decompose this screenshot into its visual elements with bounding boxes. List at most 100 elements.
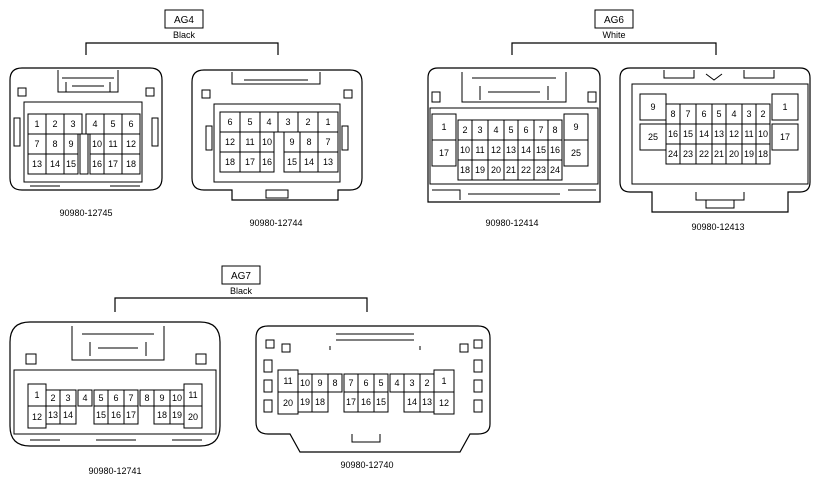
pin-label: 14 bbox=[304, 157, 314, 167]
pin-label: 5 bbox=[110, 119, 115, 129]
connector-90980-12744: 6 5 4 3 2 1 12 11 10 9 8 7 18 17 16 15 1… bbox=[191, 69, 363, 228]
pin-cell bbox=[327, 373, 343, 393]
pin-label: 2 bbox=[52, 119, 57, 129]
pin-label: 18 bbox=[225, 157, 235, 167]
pin-label: 8 bbox=[306, 137, 311, 147]
pin-label: 15 bbox=[536, 145, 546, 155]
pin-label: 14 bbox=[407, 397, 417, 407]
latch-outline bbox=[231, 72, 321, 85]
pin-cell bbox=[771, 93, 799, 121]
pin-label: 4 bbox=[493, 125, 498, 135]
pin-label: 11 bbox=[188, 390, 197, 400]
housing-outline bbox=[255, 325, 491, 453]
part-number: 90980-12741 bbox=[88, 466, 141, 476]
pin-label: 7 bbox=[34, 139, 39, 149]
ag4-code: AG4 bbox=[174, 15, 194, 26]
side-slot bbox=[151, 117, 159, 147]
pin-cell bbox=[373, 391, 389, 413]
pin-cell bbox=[431, 139, 457, 167]
pin-cell bbox=[755, 143, 771, 165]
part-number: 90980-12413 bbox=[691, 222, 744, 232]
pin-label: 2 bbox=[424, 378, 429, 388]
pin-label: 25 bbox=[648, 132, 658, 142]
side-slot bbox=[473, 399, 483, 413]
pin-label: 13 bbox=[323, 157, 333, 167]
slot bbox=[281, 343, 291, 353]
pin-cell bbox=[121, 153, 141, 175]
side-slot bbox=[473, 379, 483, 393]
ag6-label-box bbox=[594, 9, 634, 29]
pin-label: 16 bbox=[361, 397, 371, 407]
pin-label: 10 bbox=[460, 145, 470, 155]
pin-cell bbox=[259, 151, 275, 173]
pin-label: 5 bbox=[716, 109, 721, 119]
pin-label: 16 bbox=[550, 145, 560, 155]
pin-label: 15 bbox=[96, 410, 106, 420]
pin-label: 20 bbox=[283, 398, 293, 408]
pin-label: 4 bbox=[394, 378, 399, 388]
latch-outline bbox=[329, 333, 421, 350]
group-ag7: AG7 Black bbox=[114, 265, 368, 312]
key-slot bbox=[79, 133, 89, 175]
pin-label: 13 bbox=[506, 145, 516, 155]
pin-label: 8 bbox=[144, 393, 149, 403]
pin-label: 5 bbox=[378, 378, 383, 388]
pin-rows: 9 1 8 7 6 5 4 3 2 25 16 15 14 13 12 11 1… bbox=[639, 93, 799, 165]
pin-label: 6 bbox=[128, 119, 133, 129]
slot bbox=[145, 87, 155, 97]
part-number: 90980-12745 bbox=[59, 208, 112, 218]
inner-outline bbox=[23, 101, 143, 183]
group-ag4: AG4 Black bbox=[85, 9, 279, 55]
inner-outline bbox=[213, 103, 341, 183]
pin-label: 20 bbox=[188, 412, 198, 422]
pin-label: 11 bbox=[475, 145, 484, 155]
pin-label: 2 bbox=[760, 109, 765, 119]
pin-label: 8 bbox=[52, 139, 57, 149]
pin-label: 17 bbox=[780, 132, 790, 142]
pin-label: 18 bbox=[157, 410, 167, 420]
pin-label: 6 bbox=[523, 125, 528, 135]
pin-label: 4 bbox=[731, 109, 736, 119]
pin-label: 5 bbox=[247, 117, 252, 127]
inner-outline bbox=[631, 83, 809, 185]
housing-outline bbox=[9, 321, 221, 447]
pin-cell bbox=[433, 391, 455, 415]
pin-label: 18 bbox=[126, 159, 136, 169]
housing-outline bbox=[9, 67, 163, 191]
pin-label: 3 bbox=[409, 378, 414, 388]
latch-outline bbox=[71, 326, 165, 361]
pin-label: 8 bbox=[670, 109, 675, 119]
pin-label: 24 bbox=[668, 149, 678, 159]
pin-label: 19 bbox=[744, 149, 754, 159]
latch-outline bbox=[663, 70, 775, 81]
pin-cell bbox=[317, 151, 339, 173]
pin-label: 12 bbox=[225, 137, 235, 147]
pin-cell bbox=[77, 389, 93, 407]
side-slot bbox=[205, 125, 213, 151]
pin-label: 3 bbox=[70, 119, 75, 129]
pin-rows: 1 9 2 3 4 5 6 7 8 17 10 11 12 13 14 15 1… bbox=[431, 113, 589, 181]
pin-label: 14 bbox=[63, 410, 73, 420]
pin-label: 21 bbox=[506, 165, 516, 175]
pin-label: 19 bbox=[475, 165, 485, 175]
side-slot bbox=[13, 117, 21, 147]
pin-cell bbox=[771, 123, 799, 151]
pin-label: 16 bbox=[668, 129, 678, 139]
pin-label: 9 bbox=[650, 102, 655, 112]
inner-outline bbox=[429, 107, 599, 185]
pin-label: 7 bbox=[538, 125, 543, 135]
side-slot bbox=[263, 359, 273, 373]
pin-label: 16 bbox=[111, 410, 121, 420]
pin-label: 13 bbox=[32, 159, 42, 169]
pin-label: 12 bbox=[439, 398, 449, 408]
pin-label: 12 bbox=[729, 129, 739, 139]
pin-label: 10 bbox=[172, 393, 182, 403]
pin-label: 15 bbox=[683, 129, 693, 139]
pin-label: 9 bbox=[159, 393, 164, 403]
pin-label: 7 bbox=[325, 137, 330, 147]
pin-label: 20 bbox=[491, 165, 501, 175]
pin-cell bbox=[183, 405, 203, 429]
pin-label: 24 bbox=[550, 165, 560, 175]
pin-label: 23 bbox=[536, 165, 546, 175]
